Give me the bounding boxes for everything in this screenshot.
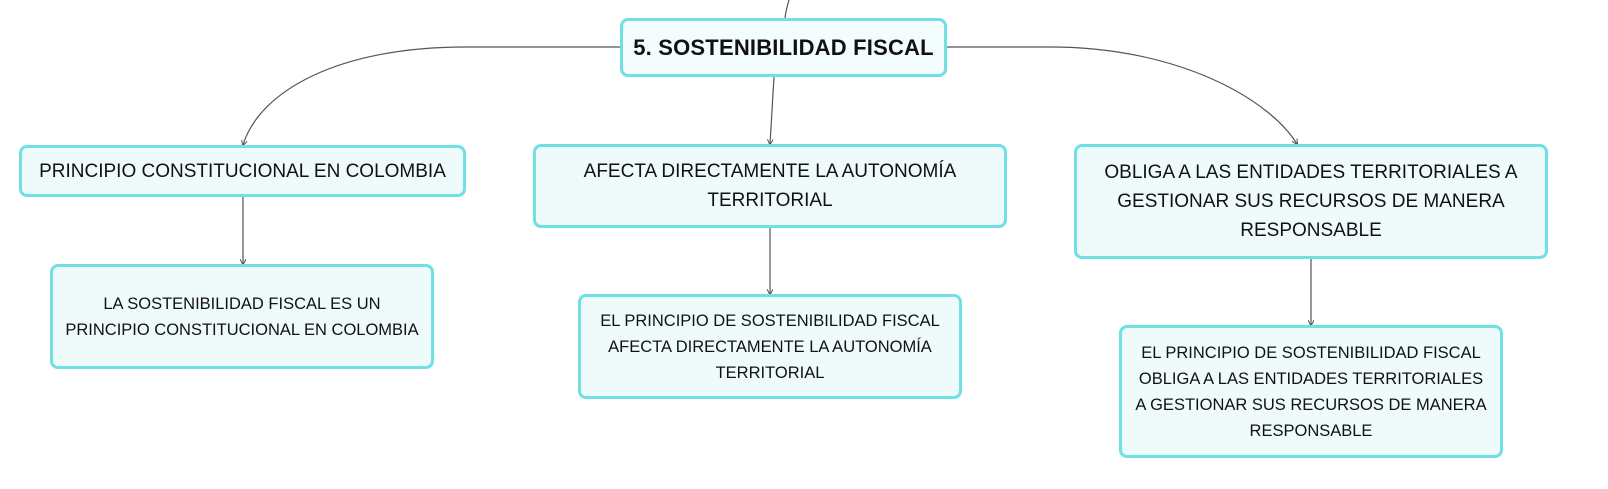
branch-label: PRINCIPIO CONSTITUCIONAL EN COLOMBIA (39, 160, 446, 182)
connector-parent-to-root (784, 0, 790, 19)
branch-node-constitutional-principle[interactable]: PRINCIPIO CONSTITUCIONAL EN COLOMBIA (19, 145, 466, 197)
branch-node-responsible-management[interactable]: OBLIGA A LAS ENTIDADES TERRITORIALES A G… (1074, 144, 1548, 259)
root-topic-node[interactable]: 5. SOSTENIBILIDAD FISCAL (620, 18, 947, 77)
branch-label: AFECTA DIRECTAMENTE LA AUTONOMÍA TERRITO… (583, 161, 957, 211)
branch-node-territorial-autonomy[interactable]: AFECTA DIRECTAMENTE LA AUTONOMÍA TERRITO… (533, 144, 1007, 228)
branch-label: OBLIGA A LAS ENTIDADES TERRITORIALES A G… (1104, 162, 1518, 241)
subtopic-node-responsible-management[interactable]: EL PRINCIPIO DE SOSTENIBILIDAD FISCAL OB… (1119, 325, 1503, 458)
subtopic-node-constitutional-principle[interactable]: LA SOSTENIBILIDAD FISCAL ES UN PRINCIPIO… (50, 264, 434, 369)
connector-root-to-right-branch (947, 46, 1297, 144)
connector-root-to-middle-branch (770, 76, 775, 144)
subtopic-node-territorial-autonomy[interactable]: EL PRINCIPIO DE SOSTENIBILIDAD FISCAL AF… (578, 294, 962, 399)
connector-root-to-left-branch (243, 46, 620, 145)
subtopic-label: LA SOSTENIBILIDAD FISCAL ES UN PRINCIPIO… (65, 294, 419, 339)
subtopic-label: EL PRINCIPIO DE SOSTENIBILIDAD FISCAL OB… (1135, 343, 1487, 440)
root-topic-label: 5. SOSTENIBILIDAD FISCAL (633, 34, 934, 60)
subtopic-label: EL PRINCIPIO DE SOSTENIBILIDAD FISCAL AF… (600, 311, 940, 382)
